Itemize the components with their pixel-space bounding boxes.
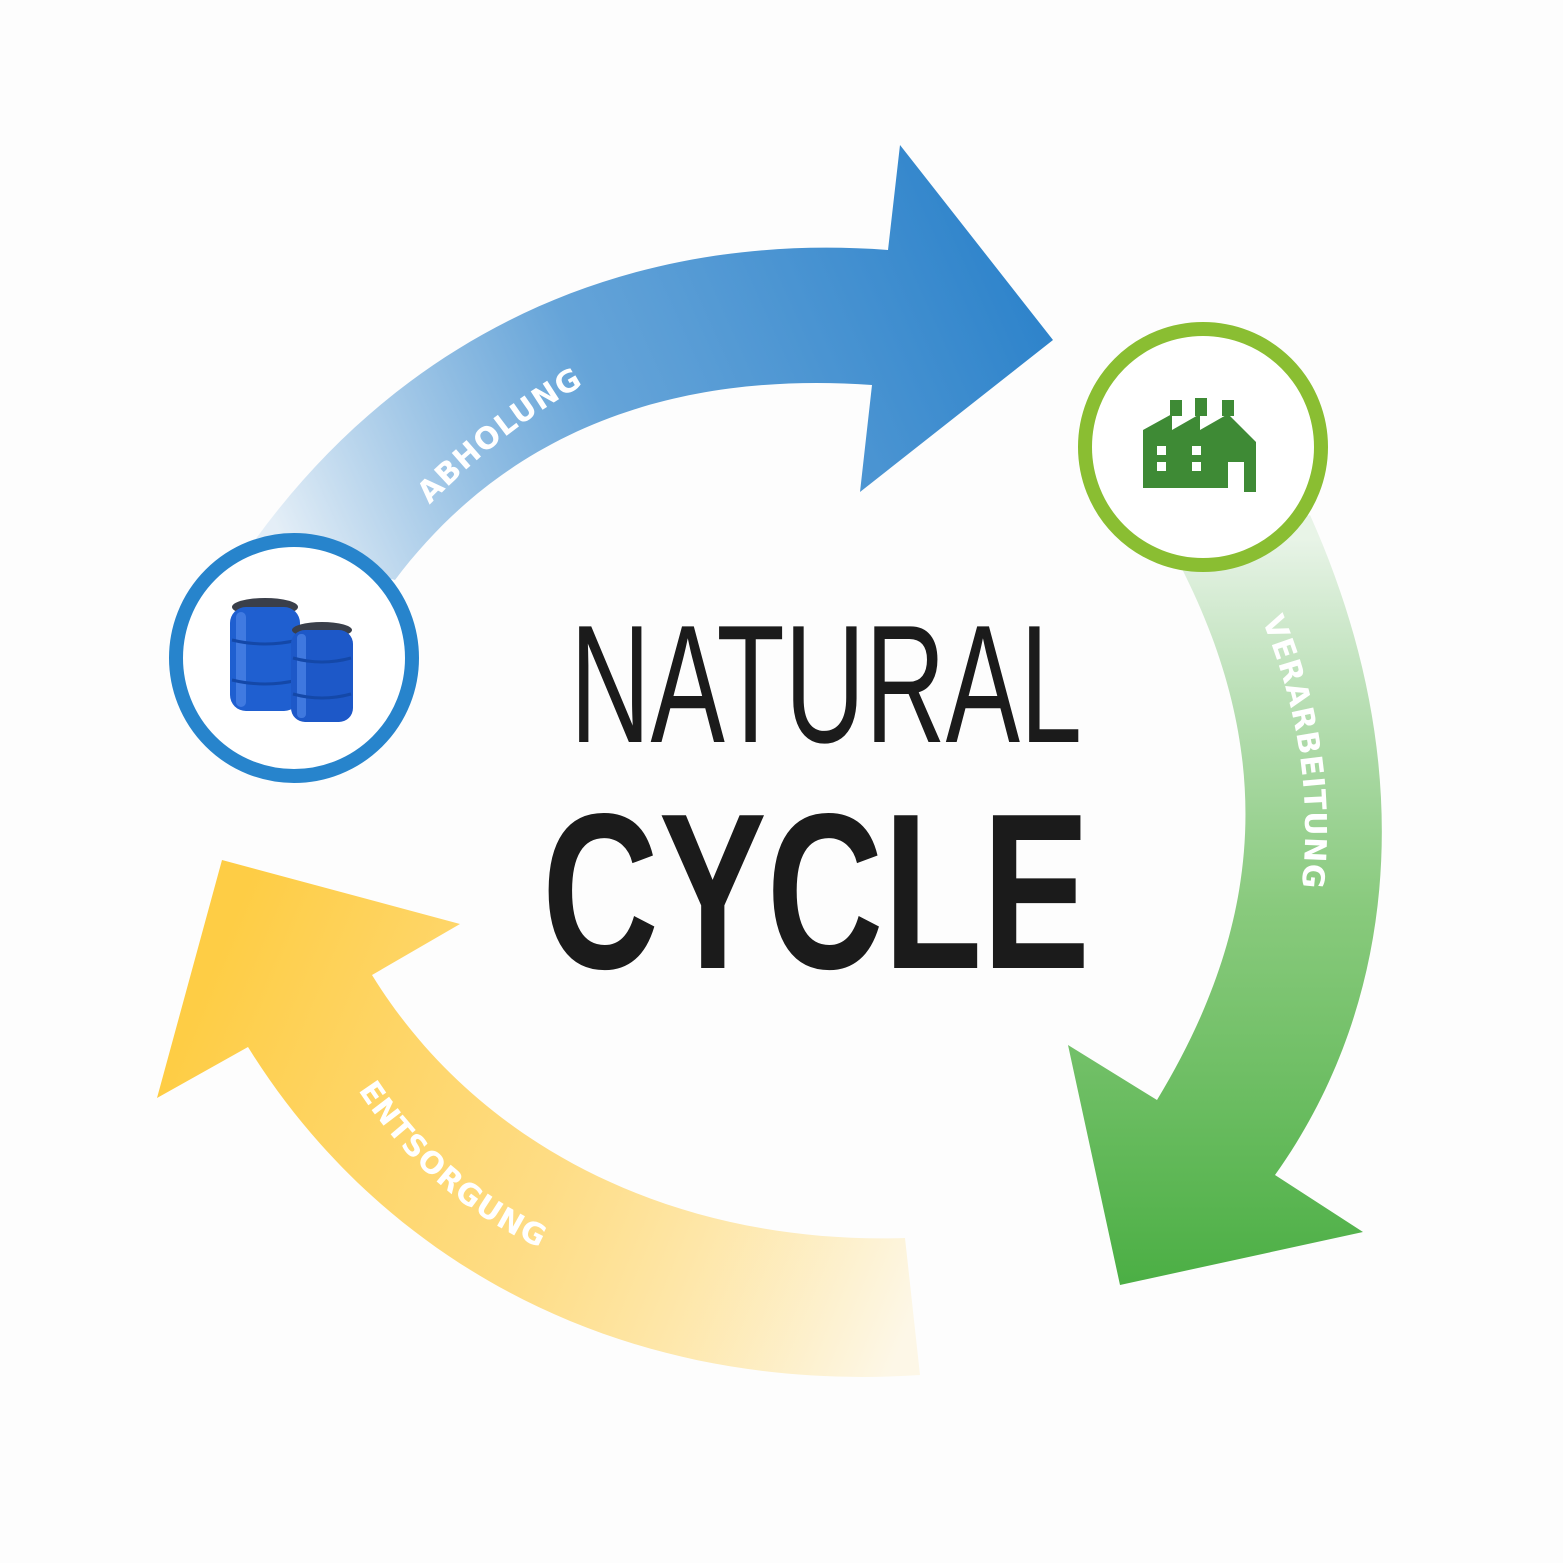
title-natural: NATURAL [570, 590, 1082, 778]
factory-icon [1143, 398, 1256, 492]
abholung-arrow [255, 145, 1053, 580]
verarbeitung-arrow [1068, 515, 1382, 1285]
barrels-node [169, 533, 419, 783]
factory-node [1078, 322, 1328, 572]
title-cycle: CYCLE [542, 768, 1090, 1016]
barrels-icon [230, 598, 353, 722]
entsorgung-arrow [157, 860, 920, 1377]
